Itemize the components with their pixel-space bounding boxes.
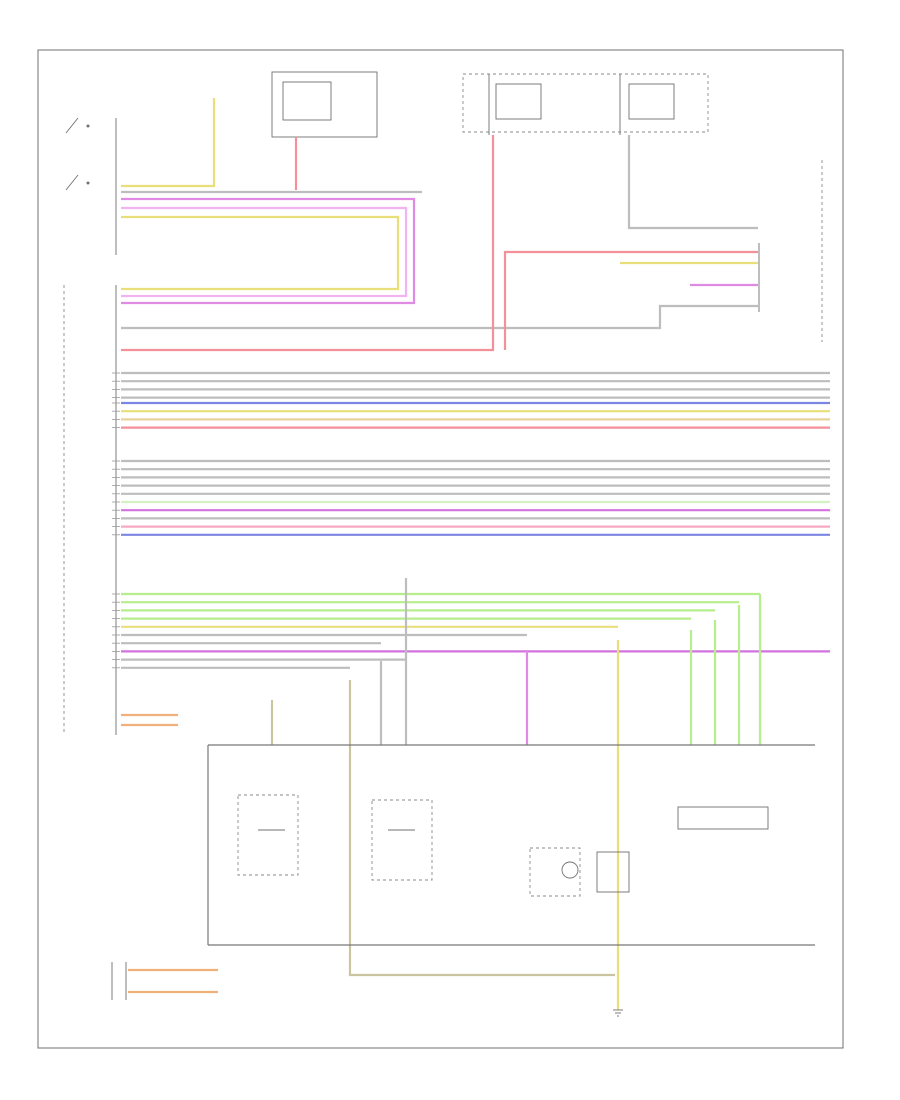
fuse-box-right bbox=[462, 73, 709, 135]
diagram-border bbox=[37, 49, 844, 1049]
wire-red-right bbox=[503, 250, 758, 350]
bottom-components bbox=[237, 794, 769, 897]
light-switch-component bbox=[65, 117, 117, 255]
wire-pink-loop-1 bbox=[121, 197, 416, 305]
wire-pink-loop-2 bbox=[121, 206, 408, 298]
fuse-box-left bbox=[271, 71, 378, 138]
wire-bundles bbox=[112, 371, 830, 669]
wire-red-fuse-right bbox=[121, 135, 495, 352]
wire-drop-2 bbox=[348, 680, 615, 977]
right-side-module bbox=[758, 160, 823, 342]
wire-yellow-loop bbox=[121, 215, 400, 291]
ground-symbol bbox=[613, 1009, 623, 1017]
wire-gray-long bbox=[121, 304, 758, 330]
wire-yellow-top bbox=[121, 98, 216, 188]
wire-gray-fuse-mid bbox=[627, 135, 758, 230]
instrument-cluster bbox=[111, 962, 127, 1000]
left-control-module bbox=[63, 285, 117, 735]
